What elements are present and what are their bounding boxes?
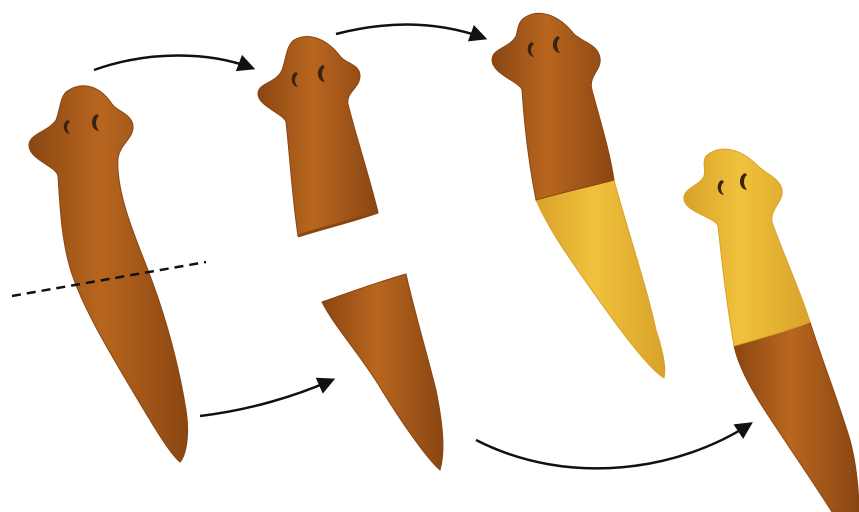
original-tail-part: [734, 322, 859, 512]
regrown-tail: [536, 180, 665, 378]
tail-regrows-head: [684, 149, 859, 512]
whole-worm-body: [29, 86, 188, 462]
regrown-head: [684, 149, 810, 346]
whole-worm: [29, 86, 188, 462]
arrow-to-tail-fragment: [200, 380, 332, 416]
arrow-to-head-regrows-tail: [336, 25, 484, 38]
head-fragment-body: [258, 37, 378, 236]
arrow-to-tail-regrows-head: [476, 424, 750, 468]
head-fragment: [258, 37, 378, 236]
head-regrows-tail: [492, 13, 665, 378]
arrow-to-head-fragment: [94, 56, 252, 71]
tail-fragment: [322, 274, 443, 470]
tail-fragment-body: [322, 274, 443, 470]
original-head-part: [492, 13, 614, 200]
